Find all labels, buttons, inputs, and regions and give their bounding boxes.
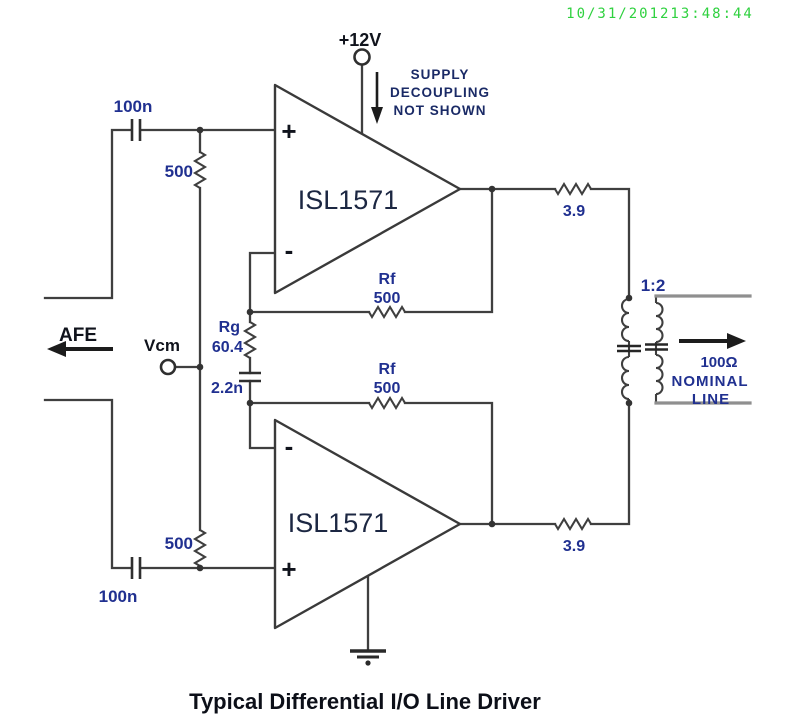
afe-port: AFE bbox=[47, 325, 113, 357]
junction-dots bbox=[196, 126, 633, 572]
resistor-rf-top-name: Rf bbox=[379, 271, 397, 288]
decoupling-note-line3: NOT SHOWN bbox=[394, 103, 487, 118]
timestamp: 10/31/201213:48:44 bbox=[566, 6, 754, 22]
resistor-bias-bottom-value: 500 bbox=[165, 534, 193, 553]
opamp-bottom-minus: - bbox=[285, 431, 294, 461]
line-port: 100Ω NOMINAL LINE bbox=[654, 294, 752, 408]
line-nominal-label: NOMINAL bbox=[672, 373, 749, 390]
vcm-label: Vcm bbox=[144, 336, 180, 355]
resistor-rf-bottom: Rf 500 bbox=[368, 361, 406, 411]
resistor-rf-bottom-value: 500 bbox=[374, 380, 401, 397]
supply-label: +12V bbox=[339, 30, 382, 50]
opamp-top-plus: + bbox=[281, 116, 296, 146]
decoupling-note-line1: SUPPLY bbox=[411, 67, 470, 82]
line-impedance-label: 100Ω bbox=[700, 354, 737, 371]
resistor-bias-top-value: 500 bbox=[165, 162, 193, 181]
opamp-top: + - ISL1571 bbox=[273, 83, 462, 295]
opamp-top-label: ISL1571 bbox=[298, 185, 399, 215]
resistor-out-top: 3.9 bbox=[554, 181, 592, 220]
vcm-node: Vcm bbox=[144, 336, 180, 376]
capacitor-in-top-value: 100n bbox=[114, 97, 153, 116]
resistor-out-top-value: 3.9 bbox=[563, 203, 585, 220]
capacitor-filter: 2.2n bbox=[211, 371, 261, 397]
resistor-bias-top: 500 bbox=[165, 151, 208, 189]
transformer-ratio-label: 1:2 bbox=[641, 276, 666, 295]
afe-arrow-icon bbox=[47, 341, 113, 357]
capacitor-in-top: 100n bbox=[114, 97, 153, 141]
resistor-rg: Rg 60.4 bbox=[212, 319, 258, 359]
capacitor-filter-value: 2.2n bbox=[211, 380, 243, 397]
ground-icon bbox=[350, 649, 386, 666]
opamp-bottom-label: ISL1571 bbox=[288, 508, 389, 538]
supply-terminal bbox=[353, 48, 371, 66]
line-arrow-icon bbox=[679, 333, 746, 349]
resistor-rf-top-value: 500 bbox=[374, 290, 401, 307]
resistor-rf-bottom-name: Rf bbox=[379, 361, 397, 378]
resistor-out-bottom-value: 3.9 bbox=[563, 538, 585, 555]
opamp-bottom: - + ISL1571 bbox=[273, 418, 462, 630]
capacitor-in-bottom-value: 100n bbox=[99, 587, 138, 606]
transformer-primary-winding bbox=[617, 297, 641, 403]
resistor-rf-top: Rf 500 bbox=[368, 271, 406, 320]
opamp-top-minus: - bbox=[285, 235, 294, 265]
opamp-bottom-plus: + bbox=[281, 554, 296, 584]
resistor-rg-name: Rg bbox=[219, 319, 240, 336]
afe-label: AFE bbox=[59, 325, 97, 346]
page-title: Typical Differential I/O Line Driver bbox=[189, 689, 541, 714]
vcm-terminal bbox=[159, 358, 177, 376]
resistor-rg-value: 60.4 bbox=[212, 339, 243, 356]
line-line-label: LINE bbox=[692, 391, 730, 408]
decoupling-note-line2: DECOUPLING bbox=[390, 85, 490, 100]
decoupling-arrow-icon bbox=[371, 72, 383, 124]
resistor-out-bottom: 3.9 bbox=[554, 516, 592, 555]
supply-node: +12V SUPPLY DECOUPLING NOT SHOWN bbox=[339, 30, 490, 124]
transformer-secondary-winding bbox=[645, 296, 668, 403]
capacitor-in-bottom: 100n bbox=[99, 557, 142, 606]
resistor-bias-bottom: 500 bbox=[165, 529, 208, 567]
